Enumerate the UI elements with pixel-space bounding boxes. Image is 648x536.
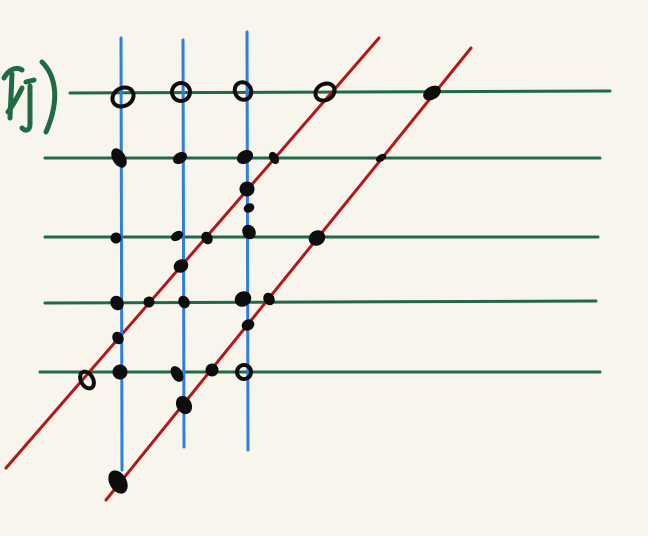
intersection-point-24 (241, 319, 255, 331)
intersection-point-7 (172, 151, 188, 165)
intersection-point-18 (173, 259, 189, 273)
intersection-point-22 (234, 291, 252, 307)
intersection-point-14 (170, 230, 184, 242)
intersection-point-5 (423, 85, 441, 101)
intersection-point-26 (78, 369, 96, 391)
intersection-point-30 (235, 363, 253, 381)
intersection-point-13 (110, 232, 122, 244)
intersection-point-19 (110, 295, 124, 311)
intersection-point-9 (268, 151, 280, 165)
intersection-point-6 (111, 148, 127, 168)
intersection-point-15 (201, 231, 213, 245)
intersection-point-1 (110, 85, 136, 109)
intersection-point-25 (112, 331, 124, 345)
intersection-point-27 (112, 364, 128, 380)
diagonal-line-2 (104, 46, 473, 502)
intersection-point-31 (175, 395, 193, 415)
intersection-point-32 (108, 470, 128, 494)
vertical-line-2 (181, 38, 186, 449)
intersection-point-10 (375, 153, 387, 163)
intersection-points-group (78, 80, 441, 494)
diagonal-lines-group (4, 36, 473, 502)
horizontal-line-4 (43, 299, 598, 305)
vertical-line-3 (245, 30, 250, 452)
handwritten-characters (1, 59, 58, 135)
intersection-point-12 (243, 203, 255, 213)
intersection-point-17 (308, 230, 326, 246)
intersection-point-4 (313, 81, 337, 103)
intersection-point-20 (143, 296, 155, 308)
vertical-lines-group (119, 30, 250, 472)
intersection-point-11 (239, 181, 255, 197)
intersection-point-28 (170, 366, 184, 382)
vertical-line-1 (119, 36, 124, 472)
intersection-point-29 (205, 363, 219, 377)
horizontal-line-1 (68, 89, 612, 95)
intersection-point-3 (232, 80, 254, 102)
intersection-point-21 (178, 295, 190, 309)
diagonal-line-1 (4, 36, 381, 470)
intersection-point-2 (170, 81, 192, 103)
intersection-point-8 (236, 149, 254, 165)
handwritten-fragment: (例) (1, 59, 58, 135)
intersection-point-23 (263, 292, 275, 306)
intersection-point-16 (242, 224, 256, 240)
